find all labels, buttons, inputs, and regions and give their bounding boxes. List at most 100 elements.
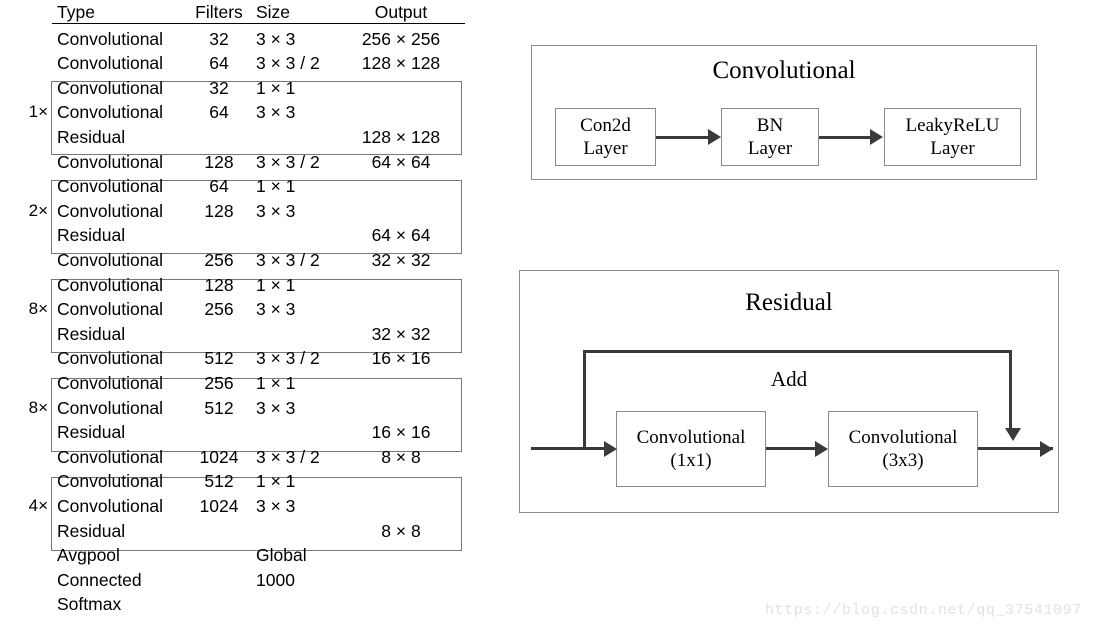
block-bn-line1: BN [756, 115, 784, 136]
group-box-1x [51, 80, 462, 155]
block-conv1x1-line2: (1x1) [670, 450, 712, 471]
table-row: Residual 64 × 64 [0, 223, 480, 248]
table-row: Softmax [0, 592, 480, 617]
row-size: 3 × 3 / 2 [256, 53, 320, 74]
row-type: Convolutional [57, 299, 164, 320]
row-type: Convolutional [57, 471, 164, 492]
residual-add-label: Add [770, 367, 808, 391]
block-conv3x3-line2: (3x3) [882, 450, 924, 471]
row-type: Residual [57, 520, 126, 541]
row-type: Convolutional [57, 348, 164, 369]
row-type: Softmax [57, 594, 122, 615]
conv-arrow-1-head [708, 129, 721, 145]
block-conv1x1-line1: Convolutional [636, 427, 746, 448]
skip-arrow-head [1005, 428, 1021, 441]
block-con2d-line1: Con2d [580, 115, 631, 136]
group-box-2x [51, 179, 462, 254]
header-size: Size [256, 2, 291, 22]
row-type: Convolutional [57, 200, 164, 221]
convolutional-diagram-title: Convolutional [712, 57, 856, 84]
csdn-watermark: https://blog.csdn.net/qq_37541097 [765, 602, 1082, 619]
row-type: Convolutional [57, 53, 164, 74]
header-filters: Filters [195, 2, 243, 22]
conv-arrow-2-head [870, 129, 883, 145]
row-filters: 256 [204, 299, 234, 320]
row-filters: 512 [204, 348, 234, 369]
skip-top-line [583, 350, 1012, 353]
block-bn-line2: Layer [747, 138, 793, 159]
row-type: Convolutional [57, 102, 164, 123]
residual-input-line [531, 447, 606, 450]
block-con2d-layer: Con2d Layer [555, 108, 656, 166]
row-size: 1 × 1 [256, 77, 296, 98]
group-box-8x-b [51, 377, 462, 452]
row-output: 8 × 8 [381, 446, 421, 467]
row-type: Convolutional [57, 151, 164, 172]
block-con2d-line2: Layer [583, 138, 628, 159]
block-bn-layer: BN Layer [721, 108, 819, 166]
block-convolutional-3x3: Convolutional (3x3) [828, 411, 978, 487]
residual-mid-arrow-head [815, 441, 828, 457]
row-output: 64 × 64 [371, 151, 431, 172]
row-multiplier: 8× [28, 299, 48, 319]
row-type: Avgpool [57, 545, 120, 566]
row-filters: 512 [204, 471, 234, 492]
row-filters: 128 [204, 151, 234, 172]
row-type: Convolutional [57, 397, 164, 418]
row-size: 1000 [256, 569, 295, 590]
row-multiplier: 2× [28, 200, 48, 220]
block-leakyrelu-layer: LeakyReLU Layer [884, 108, 1021, 166]
row-size: 1 × 1 [256, 274, 296, 295]
row-filters: 128 [204, 274, 234, 295]
row-filters: 64 [209, 176, 229, 197]
row-output: 32 × 32 [371, 249, 431, 270]
row-multiplier: 8× [28, 397, 48, 417]
row-filters: 1024 [199, 446, 239, 467]
row-type: Convolutional [57, 176, 164, 197]
residual-output-arrow-head [1040, 441, 1053, 457]
table-header-row: Type Filters Size Output [0, 0, 480, 25]
row-type: Convolutional [57, 495, 164, 516]
residual-input-arrow-head [604, 441, 617, 457]
row-output: 256 × 256 [361, 28, 441, 49]
row-output: 16 × 16 [371, 348, 431, 369]
row-output: 128 × 128 [361, 53, 441, 74]
row-filters: 32 [209, 77, 229, 98]
row-type: Residual [57, 225, 126, 246]
row-output: 128 × 128 [361, 126, 441, 147]
row-filters: 1024 [199, 495, 239, 516]
row-type: Convolutional [57, 372, 164, 393]
block-conv3x3-line1: Convolutional [848, 427, 958, 448]
row-multiplier: 1× [28, 102, 48, 122]
row-output: 64 × 64 [371, 225, 431, 246]
row-output: 32 × 32 [371, 323, 431, 344]
row-output: 8 × 8 [381, 520, 421, 541]
row-filters: 128 [204, 200, 234, 221]
row-size: 3 × 3 / 2 [256, 249, 320, 270]
row-filters: 32 [209, 28, 229, 49]
table-row: Residual 8 × 8 [0, 519, 480, 544]
block-convolutional-1x1: Convolutional (1x1) [616, 411, 766, 487]
row-size: 1 × 1 [256, 372, 296, 393]
row-size: 3 × 3 [256, 397, 296, 418]
group-box-8x-a [51, 278, 462, 353]
